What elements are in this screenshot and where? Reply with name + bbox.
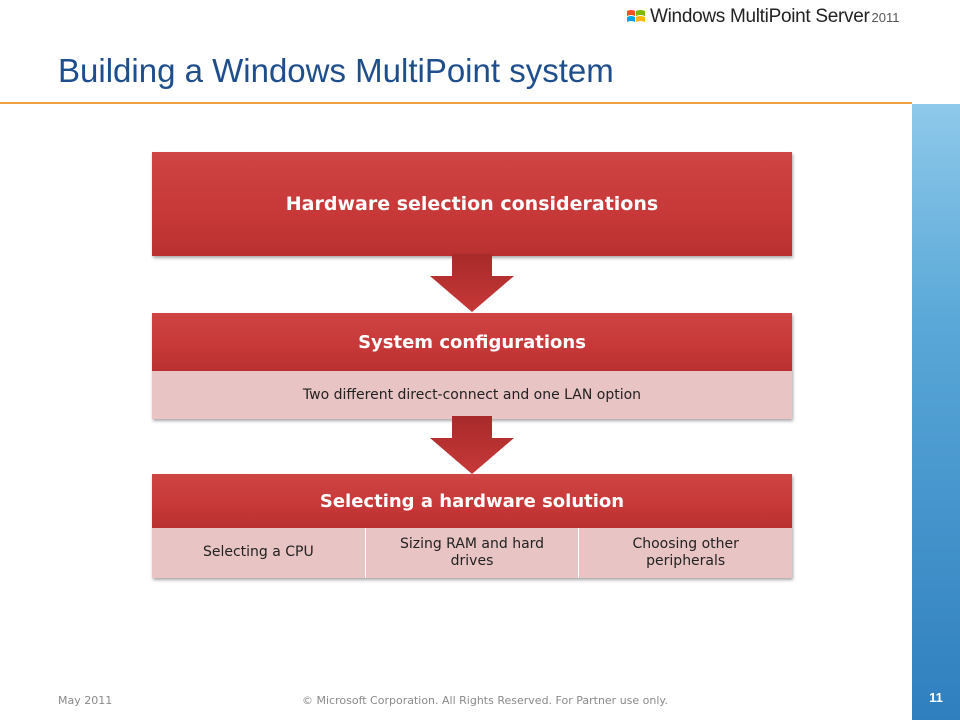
level-title: Selecting a hardware solution (152, 474, 792, 528)
list-item: Sizing RAM and hard drives (364, 528, 579, 578)
windows-multipoint-logo: Windows MultiPoint Server 2011 (626, 5, 900, 29)
level-hardware-solution: Selecting a hardware solution Selecting … (152, 474, 792, 578)
level-system-configurations: System configurations Two different dire… (152, 313, 792, 419)
list-item: Choosing other peripherals (578, 528, 792, 578)
logo-year: 2011 (871, 9, 900, 25)
header-divider (0, 102, 912, 104)
footer-copyright: © Microsoft Corporation. All Rights Rese… (302, 694, 668, 707)
page-number: 11 (929, 690, 943, 705)
logo-product-name: Windows MultiPoint Server (650, 6, 870, 27)
side-accent-bar (912, 104, 960, 720)
level-items: Selecting a CPU Sizing RAM and hard driv… (152, 528, 792, 578)
down-arrow-icon (430, 416, 514, 474)
down-arrow-icon (430, 254, 514, 312)
windows-flag-icon (627, 10, 645, 22)
slide-title: Building a Windows MultiPoint system (58, 52, 614, 89)
level-title: System configurations (152, 313, 792, 371)
footer-date: May 2011 (58, 694, 113, 707)
level-title: Hardware selection considerations (152, 152, 792, 256)
level-subtitle: Two different direct-connect and one LAN… (152, 371, 792, 419)
level-hardware-selection: Hardware selection considerations (152, 152, 792, 256)
list-item: Selecting a CPU (202, 544, 314, 561)
